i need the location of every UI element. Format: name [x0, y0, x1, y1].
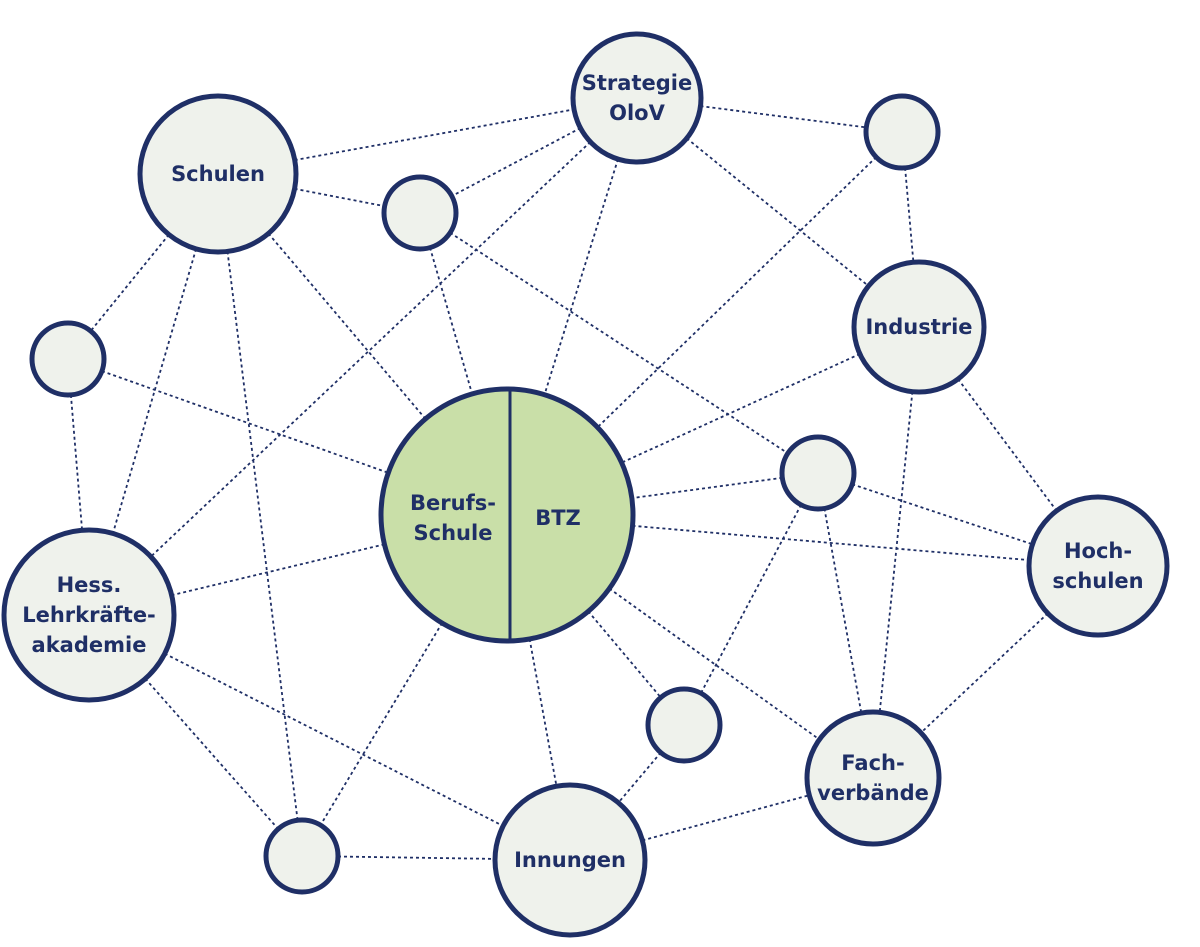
edge-s4-center [631, 476, 783, 499]
node-schulen-circle [137, 93, 299, 255]
edge-schulen-s2 [294, 187, 385, 208]
node-lehrkraefteakademie: Hess. Lehrkräfte-akademie [1, 527, 177, 703]
edge-s2-center [429, 247, 473, 395]
small-node-top-middle [381, 174, 459, 252]
node-industrie: Industrie [851, 259, 987, 395]
small-node-left [29, 320, 107, 398]
edge-industrie-fachverbaende [878, 391, 914, 713]
edge-strategie-s2 [451, 127, 581, 197]
edge-s3-center [101, 370, 389, 474]
small-node-bottom-left-circle [263, 817, 341, 895]
center-left-label-line-2: Schule [414, 521, 493, 545]
node-lehrkraefteakademie-label-line-3: akademie [32, 633, 147, 657]
edge-s6-innungen [337, 855, 496, 860]
small-node-right-middle [779, 434, 857, 512]
node-hochschulen-label-line-1: Hoch- [1064, 539, 1132, 563]
small-node-top-middle-circle [381, 174, 459, 252]
edges-layer [70, 105, 1058, 860]
edge-industrie-center [621, 353, 861, 464]
node-industrie-circle [851, 259, 987, 395]
small-node-bottom-left [263, 817, 341, 895]
edge-hochschulen-fachverbaende [920, 612, 1049, 734]
node-industrie-label-line-1: Industrie [865, 315, 972, 339]
node-schulen-label-line-1: Schulen [171, 162, 265, 186]
edge-s4-hochschulen [851, 483, 1033, 546]
edge-s1-industrie [904, 167, 915, 263]
small-node-top-right [863, 93, 941, 171]
node-fachverbaende-label-line-2: verbände [817, 781, 929, 805]
node-lehrkraefteakademie-label-line-1: Hess. [57, 573, 122, 597]
center-right-label-line-1: BTZ [535, 506, 581, 530]
edge-schulen-strategie [294, 108, 575, 161]
edge-center-hochschulen [632, 524, 1030, 561]
edge-strategie-center [543, 158, 619, 395]
edge-center-fachverbaende [608, 587, 820, 741]
edge-s3-lehrkraefte [70, 394, 83, 531]
edge-s4-fachverbaende [823, 508, 863, 714]
node-strategie-olov-label-line-2: OloV [609, 101, 665, 125]
edge-strategie-lehrkraefte [150, 141, 592, 558]
node-lehrkraefteakademie-label-line-2: Lehrkräfte- [22, 603, 156, 627]
small-node-bottom-middle-circle [645, 686, 723, 764]
node-fachverbaende: Fach-verbände [804, 709, 942, 847]
edge-center-lehrkraefte [171, 543, 385, 597]
node-strategie-olov-label-line-1: Strategie [582, 71, 692, 95]
small-node-right-middle-circle [779, 434, 857, 512]
edge-s5-innungen [617, 751, 662, 804]
node-innungen-label-line-1: Innungen [514, 848, 626, 872]
edge-center-innungen [528, 638, 558, 787]
small-node-left-circle [29, 320, 107, 398]
node-hochschulen: Hoch-schulen [1026, 494, 1170, 638]
edge-lehrkraefte-innungen [164, 652, 504, 827]
node-fachverbaende-circle [804, 709, 942, 847]
edge-center-s5 [587, 610, 662, 699]
center-node-circle [378, 386, 636, 644]
small-node-bottom-middle [645, 686, 723, 764]
node-innungen: Innungen [492, 782, 648, 938]
edge-schulen-center [267, 232, 427, 420]
node-fachverbaende-label-line-1: Fach- [841, 751, 904, 775]
node-strategie-olov-circle [570, 31, 704, 165]
edge-strategie-s1 [700, 105, 867, 129]
node-schulen: Schulen [137, 93, 299, 255]
center-node: Berufs- Schule BTZ [378, 386, 636, 644]
center-left-label-line-1: Berufs- [410, 491, 496, 515]
edge-schulen-lehrkraefte [112, 248, 197, 534]
edge-center-s6 [319, 622, 443, 826]
edge-s4-s5 [700, 504, 802, 694]
edge-schulen-s3 [90, 234, 170, 332]
edge-innungen-fachverbaende [642, 794, 810, 842]
node-hochschulen-circle [1026, 494, 1170, 638]
edge-schulen-s6 [226, 251, 299, 821]
edge-s1-center [596, 156, 877, 428]
edge-strategie-industrie [686, 137, 870, 287]
node-innungen-circle [492, 782, 648, 938]
small-node-top-right-circle [863, 93, 941, 171]
edge-s2-s4 [449, 231, 789, 455]
edge-industrie-hochschulen [957, 378, 1058, 512]
node-hochschulen-label-line-2: schulen [1052, 569, 1143, 593]
node-lehrkraefteakademie-circle [1, 527, 177, 703]
